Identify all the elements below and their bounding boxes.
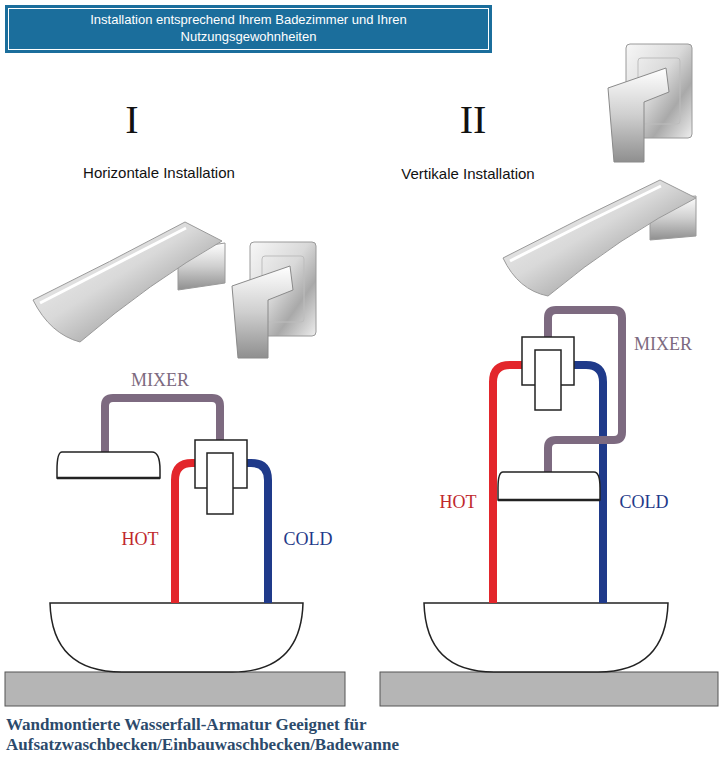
mixer-handle-symbol	[207, 453, 233, 514]
pipe-label: MIXER	[634, 335, 692, 355]
spout-picture	[33, 222, 225, 342]
title-banner: Installation entsprechend Ihrem Badezimm…	[5, 5, 492, 53]
spout-symbol	[498, 472, 600, 500]
section-number: II	[460, 98, 487, 142]
mixer-handle	[232, 266, 293, 358]
spout-body	[33, 222, 222, 342]
spout-body	[503, 180, 696, 296]
pipe-label: COLD	[620, 493, 669, 513]
section-heading: Horizontale Installation	[83, 165, 235, 182]
mixer-picture	[608, 44, 692, 162]
basin	[424, 603, 668, 672]
caption: Wandmontierte Wasserfall-Armatur Geeigne…	[6, 715, 546, 754]
spout-picture	[503, 180, 696, 296]
spout-symbol	[57, 452, 160, 478]
spout-highlight	[40, 228, 186, 303]
pipe-label: MIXER	[131, 371, 189, 391]
title: Installation entsprechend Ihrem Badezimm…	[39, 12, 459, 46]
spout-edge	[57, 477, 160, 480]
spout-edge	[498, 499, 600, 502]
counter	[380, 672, 718, 706]
title-frame: Installation entsprechend Ihrem Badezimm…	[8, 8, 489, 50]
pipe-label: HOT	[440, 493, 477, 513]
basin	[50, 603, 303, 672]
pipe-label: COLD	[284, 530, 333, 550]
section-heading: Vertikale Installation	[401, 166, 534, 183]
pipe-label: HOT	[122, 530, 159, 550]
spout-highlight	[510, 186, 661, 261]
section-number: I	[125, 98, 138, 142]
mixer-handle	[608, 68, 669, 162]
mixer-handle-symbol	[535, 350, 561, 410]
counter	[5, 672, 345, 706]
mixer-picture	[232, 242, 316, 358]
